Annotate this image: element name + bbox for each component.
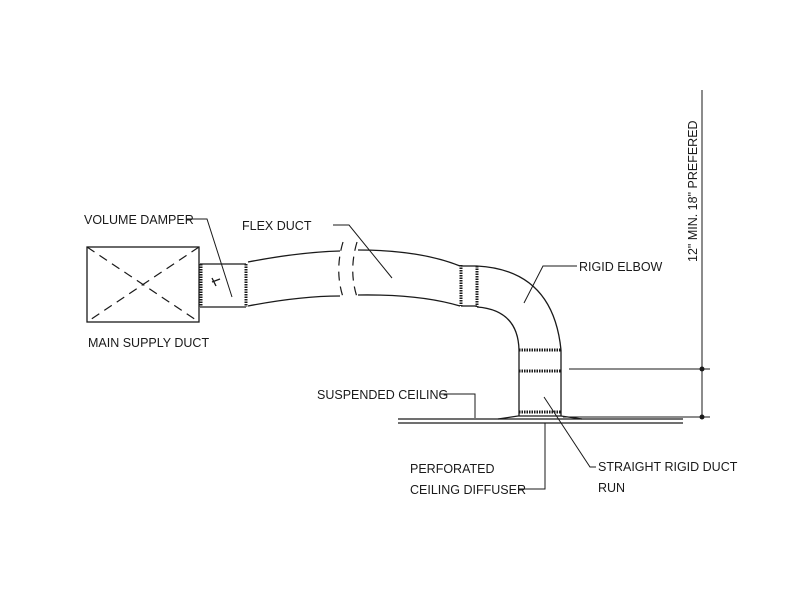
label-perforated: PERFORATED xyxy=(410,462,495,476)
dimension-line xyxy=(563,90,710,420)
dimension-label: 12" MIN. 18" PREFERED xyxy=(686,120,700,262)
diffuser-leader xyxy=(519,423,546,490)
volume-damper xyxy=(199,263,248,308)
rigid-elbow-leader xyxy=(523,265,577,304)
straight-rigid-duct xyxy=(518,348,562,416)
suspended-ceiling-line xyxy=(398,418,683,424)
label-suspended-ceiling: SUSPENDED CEILING xyxy=(317,388,448,402)
label-main-supply-duct: MAIN SUPPLY DUCT xyxy=(88,336,209,350)
label-flex-duct: FLEX DUCT xyxy=(242,219,312,233)
suspended-ceiling-leader xyxy=(440,393,476,418)
label-run: RUN xyxy=(598,481,625,495)
rigid-elbow xyxy=(459,265,562,351)
volume-damper-leader xyxy=(186,218,233,298)
label-ceiling-diffuser: CEILING DIFFUSER xyxy=(410,483,526,497)
flex-duct xyxy=(247,241,461,307)
label-volume-damper: VOLUME DAMPER xyxy=(84,213,194,227)
label-straight-rigid-duct: STRAIGHT RIGID DUCT xyxy=(598,460,738,474)
main-supply-duct xyxy=(86,246,200,323)
label-rigid-elbow: RIGID ELBOW xyxy=(579,260,663,274)
flex-duct-leader xyxy=(333,224,393,279)
straight-run-leader xyxy=(543,396,596,468)
